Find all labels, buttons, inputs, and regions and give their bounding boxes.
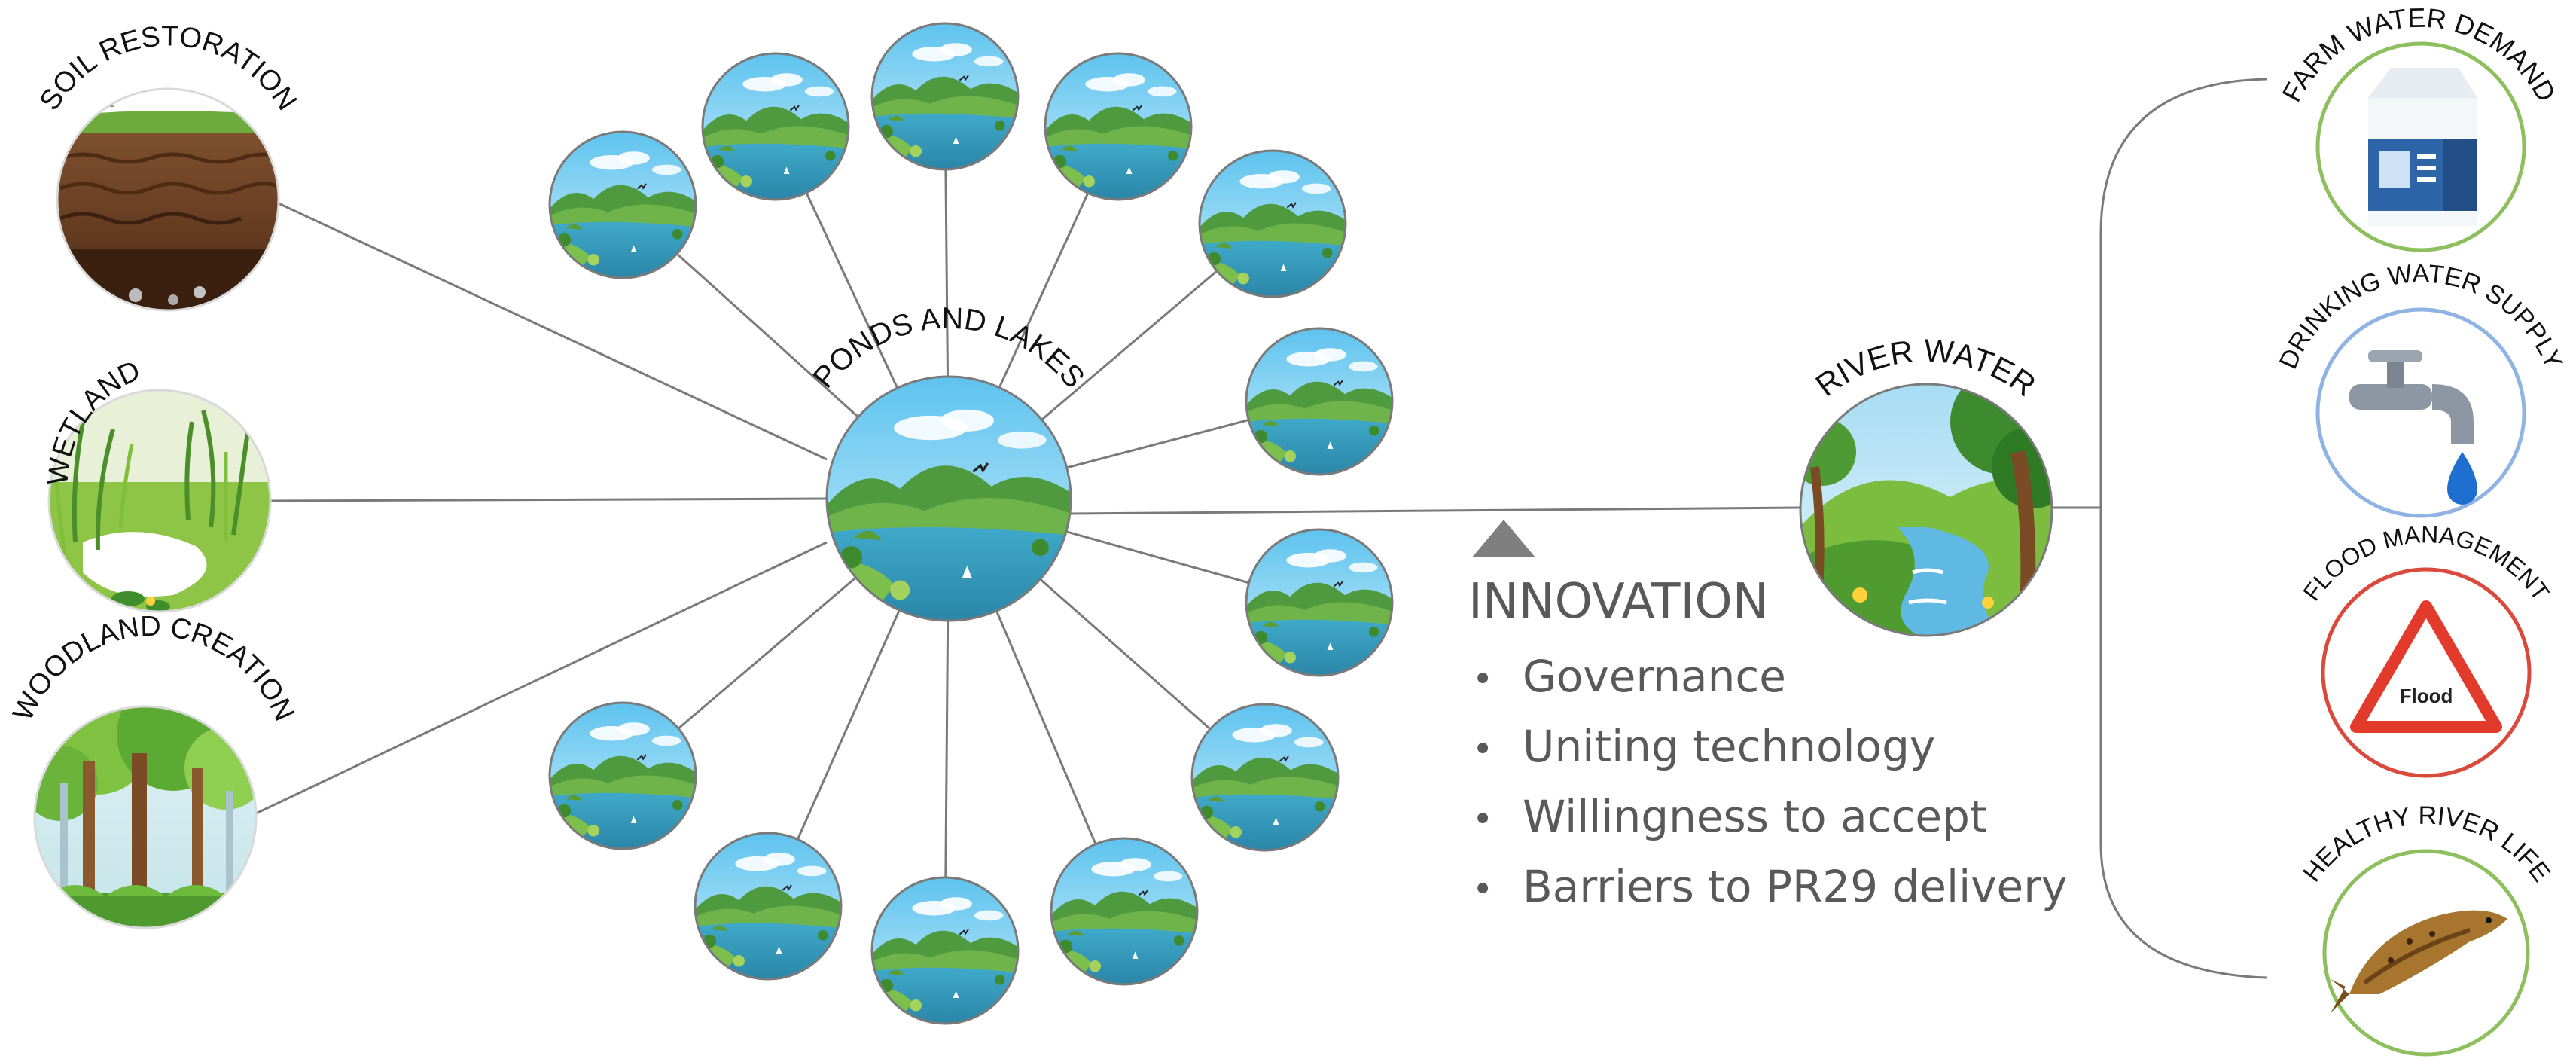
innovation-item-label: Barriers to PR29 delivery <box>1523 861 2068 912</box>
lake-landscape-icon <box>825 375 1072 622</box>
farm-water-demand-node: FARM WATER DEMAND <box>2276 2 2562 252</box>
drinking-water-supply-node: DRINKING WATER SUPPLY <box>2274 259 2568 518</box>
soil-restoration-node: SOIL RESTORATION <box>34 20 303 312</box>
innovation-item-label: Governance <box>1523 651 1786 702</box>
reeds-icon <box>47 389 272 613</box>
small-pond-icon <box>701 52 850 201</box>
soil-connector-line <box>278 202 828 461</box>
innovation-panel: INNOVATION • Governance • Uniting technolo… <box>1468 520 2146 923</box>
small-pond-icon <box>1050 837 1199 986</box>
innovation-item-label: Willingness to accept <box>1523 791 1987 842</box>
small-pond-icon <box>870 876 1020 1025</box>
woodland-creation-node: WOODLAND CREATION <box>7 611 300 929</box>
small-pond-icon <box>1245 528 1394 677</box>
list-item: • Willingness to accept <box>1468 783 2146 853</box>
innovation-item-label: Uniting technology <box>1523 721 1936 772</box>
ponds-satellites <box>548 22 1394 1025</box>
woodland-connector-line <box>255 541 828 815</box>
bullet-icon: • <box>1472 798 1494 841</box>
list-item: • Barriers to PR29 delivery <box>1468 853 2146 923</box>
milk-carton-icon <box>2368 68 2477 226</box>
innovation-list: • Governance • Uniting technology • Willing… <box>1468 643 2146 923</box>
small-pond-icon <box>1044 52 1193 201</box>
healthy-river-life-node: HEALTHY RIVER LIFE <box>2297 801 2556 1057</box>
small-pond-icon <box>548 701 697 850</box>
wetland-connector-line <box>270 497 828 502</box>
soil-layers-icon <box>56 87 280 312</box>
trout-icon <box>2331 910 2507 1013</box>
list-item: • Uniting technology <box>1468 713 2146 783</box>
small-pond-icon <box>548 130 697 279</box>
bullet-icon: • <box>1472 868 1494 911</box>
small-pond-icon <box>870 22 1020 171</box>
ponds-and-lakes-node: PONDS AND LAKES <box>806 302 1091 622</box>
innovation-heading: INNOVATION <box>1468 574 1769 630</box>
tap-icon <box>2349 350 2477 505</box>
list-item: • Governance <box>1468 643 2146 713</box>
flood-warning-icon: Flood <box>2350 600 2502 733</box>
river-landscape-icon <box>1799 383 2053 637</box>
triangle-icon <box>1472 520 1535 557</box>
bullet-icon: • <box>1472 728 1494 771</box>
small-pond-icon <box>1245 327 1394 476</box>
flood-management-node: Flood FLOOD MANAGEMENT <box>2297 520 2555 778</box>
small-pond-icon <box>1190 703 1340 852</box>
ponds-river-connector-line <box>1070 506 1801 515</box>
flood-sign-text: Flood <box>2400 685 2453 707</box>
bullet-icon: • <box>1472 658 1494 700</box>
small-pond-icon <box>1198 149 1347 298</box>
outcomes-bracket <box>2099 78 2267 979</box>
river-water-node: RIVER WATER <box>1799 332 2053 637</box>
small-pond-icon <box>694 832 843 981</box>
trees-icon <box>33 705 258 929</box>
